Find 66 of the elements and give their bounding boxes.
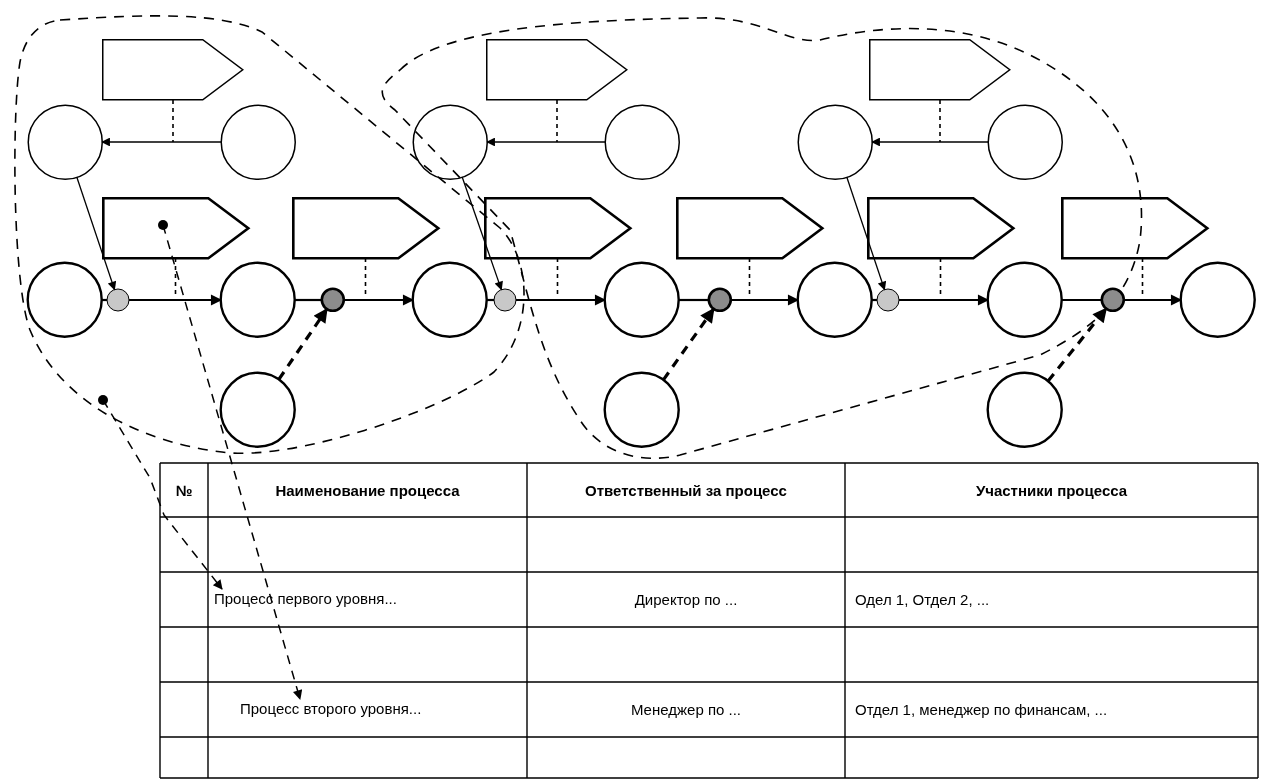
event-circle (986, 103, 1064, 181)
connector-dot (876, 288, 900, 312)
leader-line (98, 395, 223, 590)
function-pentagon (290, 195, 441, 261)
arrow (731, 294, 800, 306)
connector-line (1062, 298, 1102, 302)
event-circle (411, 103, 489, 181)
event-circle (411, 261, 489, 339)
connector-line (487, 298, 494, 302)
arrow (846, 176, 887, 291)
function-pentagon (1059, 195, 1210, 261)
arrow (871, 137, 989, 147)
connector-dot (1100, 287, 1126, 313)
dashed-link-line (172, 99, 174, 143)
dashed-arrow (1046, 307, 1108, 383)
function-pentagon (674, 195, 825, 261)
function-pentagon (868, 38, 1012, 102)
dashed-arrow (277, 307, 329, 381)
connector-line (679, 298, 709, 302)
arrow (899, 294, 990, 306)
event-circle (603, 371, 681, 449)
connector-dot (493, 288, 517, 312)
arrow (516, 294, 607, 306)
function-pentagon (485, 38, 629, 102)
event-circle (796, 103, 874, 181)
process-name-text: Процесс второго уровня... (240, 700, 422, 718)
arrow (486, 137, 606, 147)
connector-line (102, 298, 107, 302)
event-circle (219, 261, 297, 339)
connector-line (872, 298, 877, 302)
dashed-link-line (556, 99, 558, 143)
function-pentagon (482, 195, 633, 261)
column-header: № (175, 481, 193, 499)
process-name-text: Процесс первого уровня... (214, 590, 397, 608)
arrow (344, 294, 415, 306)
function-pentagon (865, 195, 1016, 261)
connector-dot (106, 288, 130, 312)
event-circle (26, 103, 104, 181)
table-cell-text: Менеджер по ... (630, 701, 742, 718)
event-circle (603, 103, 681, 181)
leader-line (158, 220, 303, 700)
event-circle (986, 261, 1064, 339)
function-pentagon (100, 195, 251, 261)
table-cell-text: Отдел 1, менеджер по финансам, ... (855, 701, 1108, 718)
event-circle (603, 261, 681, 339)
column-header: Ответственный за процесс (585, 481, 787, 499)
column-header: Наименование процесса (275, 481, 460, 499)
event-circle (986, 371, 1064, 449)
arrow (1124, 294, 1183, 306)
dashed-arrow (662, 307, 715, 381)
table-cell-text: Одел 1, Отдел 2, ... (855, 591, 990, 608)
arrow (76, 176, 117, 291)
dashed-link-line (939, 99, 941, 143)
column-header: Участники процесса (975, 481, 1128, 499)
connector-dot (707, 287, 733, 313)
event-circle (219, 103, 297, 181)
event-circle (796, 261, 874, 339)
event-circle (1179, 261, 1257, 339)
function-pentagon (101, 38, 245, 102)
event-circle (219, 371, 297, 449)
arrow (101, 137, 222, 147)
event-circle (26, 261, 104, 339)
connector-line (295, 298, 322, 302)
table-cell-text: Директор по ... (634, 591, 738, 608)
arrow (129, 294, 223, 306)
connector-dot (320, 287, 346, 313)
